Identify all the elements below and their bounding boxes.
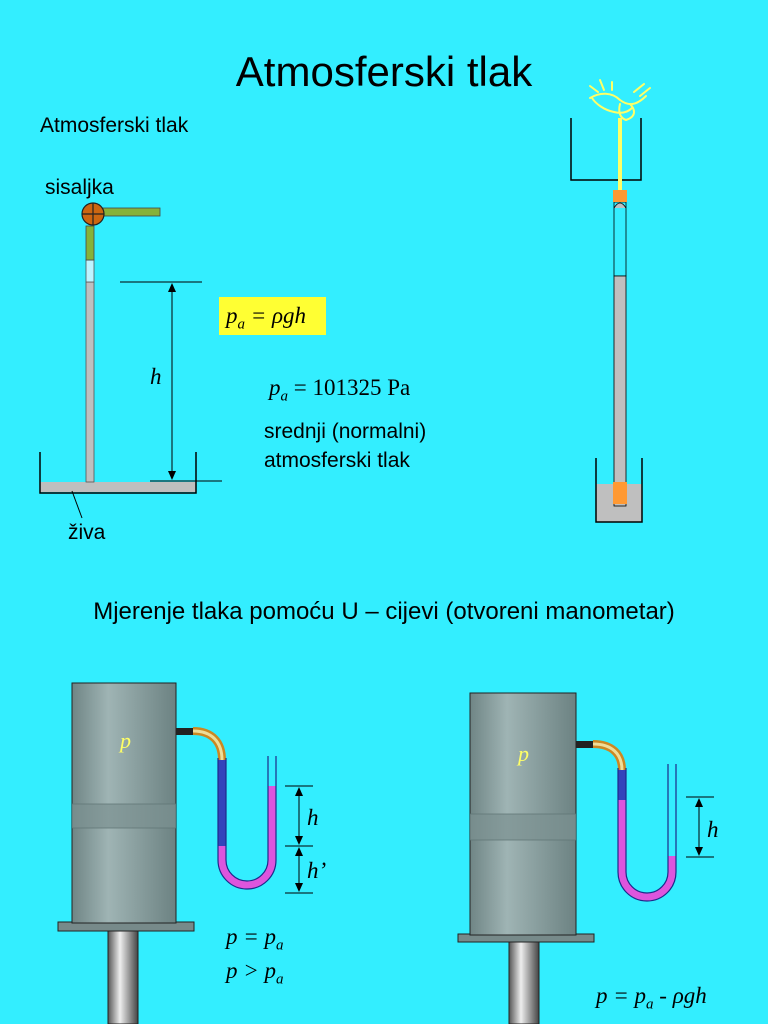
dim-arrow-hp-top bbox=[295, 847, 303, 856]
manometer-right bbox=[457, 692, 714, 1024]
tank-band bbox=[72, 804, 176, 828]
left-eq2-lhs: p > p bbox=[226, 958, 277, 983]
section-title: Mjerenje tlaka pomoću U – cijevi (otvore… bbox=[0, 598, 768, 626]
height-arrow-head-top bbox=[168, 283, 176, 292]
pole bbox=[107, 929, 139, 1024]
normal-pressure-line2: atmosferski tlak bbox=[264, 449, 410, 472]
tube-meniscus bbox=[613, 202, 627, 209]
left-eq1-lhs: p = p bbox=[226, 924, 277, 949]
tube-vacuum bbox=[85, 259, 95, 283]
pump-barometer bbox=[39, 202, 222, 519]
tube-green bbox=[85, 225, 95, 261]
equation-pa-value: pa = 101325 Pa bbox=[269, 375, 410, 406]
left-h-prime-label: h’ bbox=[307, 858, 327, 883]
lower-container bbox=[595, 458, 643, 523]
hose-inner bbox=[192, 729, 224, 761]
u-tube-liquid bbox=[618, 800, 676, 901]
hose-inner bbox=[592, 742, 624, 771]
eq-p: p bbox=[226, 303, 238, 328]
tube-empty-part bbox=[613, 201, 627, 277]
section-title-part2: cijevi (otvoreni manometar) bbox=[385, 598, 675, 625]
right-eq-rhs: - ρgh bbox=[653, 983, 707, 1008]
u-tube-outline bbox=[617, 764, 677, 902]
pole bbox=[508, 939, 540, 1024]
manometer-left bbox=[57, 682, 313, 1024]
tank-label-left: p bbox=[120, 728, 131, 753]
dim-arrow-h-bottom bbox=[695, 847, 703, 856]
right-h-label: h bbox=[707, 817, 719, 842]
pump-valve-icon bbox=[81, 202, 105, 226]
left-eq2-sub: a bbox=[276, 971, 284, 988]
pump-label: sisaljka bbox=[45, 176, 114, 199]
eq-sub-a: a bbox=[237, 316, 246, 333]
u-tube-outline bbox=[217, 756, 277, 890]
eq-sub-a: a bbox=[280, 388, 289, 405]
dish bbox=[39, 452, 197, 494]
left-h-label: h bbox=[307, 805, 319, 830]
tank bbox=[71, 682, 177, 924]
eq-rhs: = ρgh bbox=[245, 303, 307, 328]
dim-arrow-hp-bottom bbox=[295, 883, 303, 892]
right-eq: p = pa - ρgh bbox=[596, 983, 707, 1014]
mercury-pool bbox=[40, 482, 196, 492]
tank-label-right: p bbox=[518, 741, 529, 766]
right-eq-lhs: p = p bbox=[596, 983, 647, 1008]
tube-mercury-column bbox=[85, 281, 95, 483]
pump-pipe bbox=[102, 207, 161, 217]
hand-icon bbox=[589, 79, 651, 121]
tube-mercury bbox=[613, 275, 627, 507]
connector bbox=[176, 728, 194, 735]
u-tube-liquid bbox=[218, 786, 276, 889]
upper-container bbox=[570, 118, 642, 181]
left-eq1: p = pa bbox=[226, 924, 284, 955]
left-eq1-sub: a bbox=[276, 937, 284, 954]
page-subtitle: Atmosferski tlak bbox=[40, 114, 189, 137]
dim-arrow-h-bottom bbox=[295, 836, 303, 845]
height-label: h bbox=[150, 364, 162, 389]
tank-band bbox=[470, 814, 576, 840]
stopper-top bbox=[613, 190, 627, 202]
dim-arrow-h-top bbox=[695, 798, 703, 807]
height-arrow-head-bottom bbox=[168, 471, 176, 480]
mercury-pointer bbox=[71, 490, 83, 519]
section-title-part1: Mjerenje tlaka pomoću U – bbox=[93, 598, 386, 625]
dim-arrow-h-top bbox=[295, 787, 303, 796]
equation-pa-rho-g-h: pa = ρgh bbox=[226, 303, 306, 334]
eq-p: p bbox=[269, 375, 281, 400]
normal-pressure-line1: srednji (normalni) bbox=[264, 420, 427, 443]
equation-highlight bbox=[219, 297, 326, 335]
connector bbox=[576, 741, 594, 748]
torricelli-tube bbox=[570, 79, 651, 523]
eq-value: = 101325 Pa bbox=[288, 375, 411, 400]
page-title: Atmosferski tlak bbox=[235, 48, 533, 95]
left-eq2: p > pa bbox=[226, 958, 284, 989]
stopper-bottom bbox=[613, 482, 627, 504]
right-eq-sub: a bbox=[646, 996, 654, 1013]
mercury-label: živa bbox=[68, 521, 106, 544]
